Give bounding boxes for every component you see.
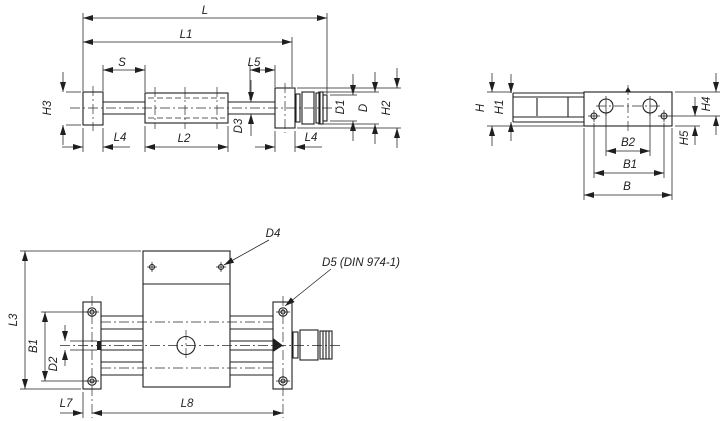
dim-label-L2: L2 [178, 133, 191, 145]
dim-label-D1: D1 [335, 100, 347, 115]
dim-L4-right: L4 [255, 131, 322, 152]
end-view-plate [583, 85, 673, 132]
dim-label-B1-plan: B1 [28, 339, 40, 353]
dim-label-D: D [358, 104, 370, 112]
dim-D2: D2 [48, 325, 97, 371]
dim-label-L7: L7 [60, 398, 73, 410]
dim-label-D2: D2 [48, 356, 60, 371]
dim-label-H: H [475, 103, 487, 112]
coupling-plan [292, 329, 333, 361]
dim-L4-left: L4 [62, 128, 130, 152]
dim-label-B1-end: B1 [623, 159, 637, 171]
dim-label-L5: L5 [248, 57, 261, 69]
dim-label-B2: B2 [621, 137, 636, 149]
plan-rails [60, 315, 340, 376]
dim-B2: B2 [605, 114, 651, 156]
dim-L1: L1 [83, 29, 293, 87]
cylinder-body [144, 92, 229, 124]
dim-L8: L8 [92, 398, 283, 416]
dim-H5: H5 [675, 97, 700, 145]
end-view-rail [512, 92, 584, 123]
dim-L2: L2 [144, 126, 229, 152]
callout-D4: D4 [223, 228, 281, 266]
dim-label-H3: H3 [42, 100, 54, 115]
dim-H2: H2 [297, 68, 401, 148]
dim-B1-plan: B1 [28, 311, 88, 382]
dim-label-L8: L8 [181, 398, 194, 410]
dim-L: L [82, 5, 328, 94]
carriage-plate [142, 250, 231, 388]
plan-view: D4 D5 (DIN 974-1) L3 B1 D2 [8, 228, 400, 418]
dim-label-H2: H2 [381, 100, 393, 115]
dim-label-S: S [118, 57, 126, 69]
callout-label-D4: D4 [266, 228, 281, 240]
callout-label-D5: D5 (DIN 974-1) [322, 257, 400, 269]
dim-label-H4: H4 [701, 97, 713, 112]
screw-tip [273, 338, 283, 352]
dim-label-L3: L3 [8, 313, 20, 326]
dim-D3: D3 [233, 80, 254, 136]
dim-D1: D1 [330, 74, 357, 141]
dim-B: B [583, 128, 673, 200]
dim-H: H [475, 73, 584, 146]
dim-L5: L5 [248, 57, 276, 100]
dim-H4: H4 [669, 73, 720, 135]
side-view-body-outline [70, 83, 336, 133]
dim-label-L1: L1 [180, 29, 193, 41]
dim-label-L: L [202, 5, 208, 17]
dim-B1-end: B1 [593, 123, 665, 178]
side-view: L L1 S L5 H3 [42, 5, 401, 152]
dim-D: D [318, 72, 379, 144]
plan-carriage [142, 250, 231, 388]
dim-label-L4-left: L4 [114, 132, 127, 144]
end-view: H H1 B2 B1 B [475, 73, 720, 200]
dim-label-D3: D3 [233, 118, 245, 133]
dim-S: S [102, 57, 146, 92]
dim-label-H5: H5 [679, 130, 691, 145]
dim-label-L4-right: L4 [305, 132, 318, 144]
dim-L7: L7 [60, 392, 84, 418]
dim-H1: H1 [494, 74, 514, 141]
dim-H3: H3 [42, 72, 81, 145]
plan-flanges [82, 296, 293, 418]
callout-D5: D5 (DIN 974-1) [284, 257, 400, 307]
dim-L3: L3 [8, 250, 141, 390]
dim-label-B: B [623, 181, 631, 193]
dim-label-H1: H1 [494, 100, 506, 115]
